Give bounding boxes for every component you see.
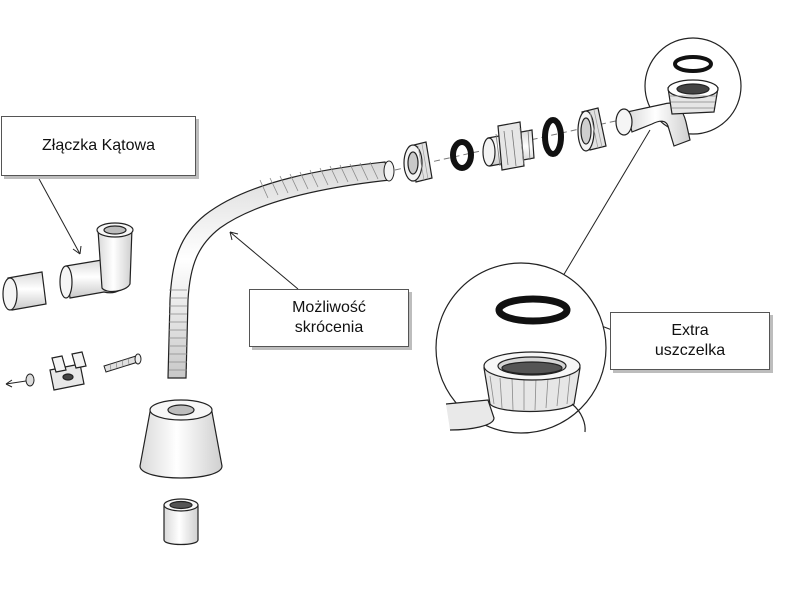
socket-sleeve: [163, 498, 199, 546]
callout-shortening-line-2: skrócenia: [294, 319, 364, 336]
nut-left: [403, 141, 433, 183]
callout-gasket-line-1: Extra: [671, 322, 709, 339]
washer-nut: [5, 373, 35, 388]
callout-extra-gasket: Extra uszczelka: [610, 312, 770, 370]
callout-angle-connector: Złączka Kątowa: [1, 116, 196, 176]
callout-shortening: Możliwość skrócenia: [249, 289, 409, 347]
elbow-connector-left: [59, 222, 134, 299]
rubber-ring-left: [450, 139, 474, 171]
leader-line-shortening: [229, 231, 299, 290]
callout-gasket-line-2: uszczelka: [654, 342, 726, 359]
detail-circle-small: [644, 37, 742, 135]
magnifier-connector-line: [562, 129, 651, 277]
mounting-clip: [49, 351, 87, 391]
cone-base: [139, 399, 223, 479]
straight-pipe-piece: [2, 271, 47, 311]
callout-shortening-line-1: Możliwość: [292, 299, 366, 316]
bolt: [103, 353, 142, 373]
callout-angle-connector-text: Złączka Kątowa: [42, 137, 155, 154]
magnified-nut: [445, 351, 586, 433]
double-thread-connector: [482, 121, 535, 171]
nut-right: [577, 107, 607, 152]
flexible-hose: [167, 160, 395, 379]
leader-line-angle-connector: [37, 176, 81, 255]
elbow-pipe: [615, 79, 719, 147]
leader-arrow-angle-connector: [72, 245, 82, 255]
rubber-ring-right: [542, 117, 564, 157]
leader-arrow-shortening: [229, 231, 239, 241]
extra-gasket-ring: [495, 295, 571, 325]
detail-circle-large: [435, 262, 607, 434]
